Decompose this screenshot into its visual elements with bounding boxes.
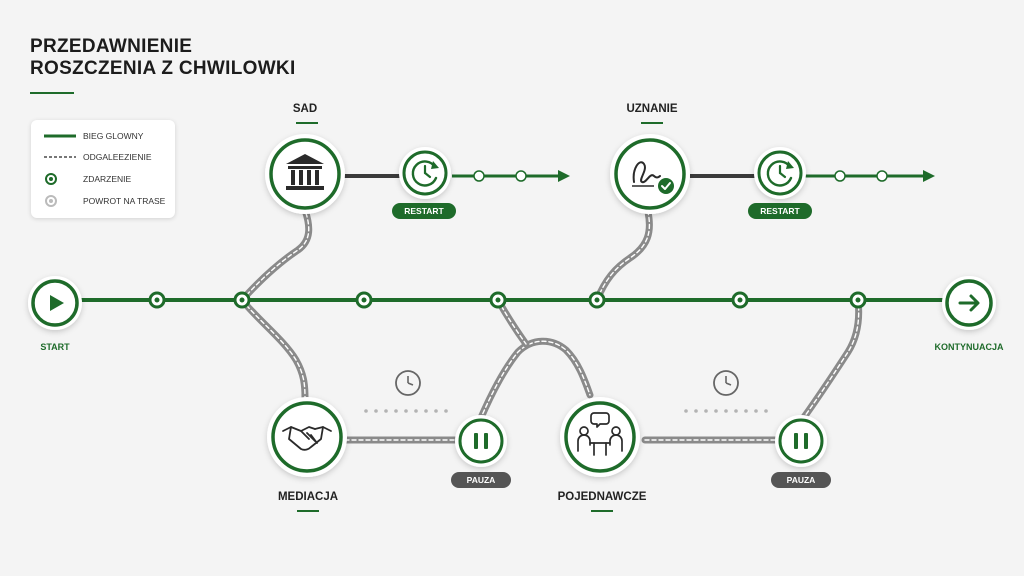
node-mediacja-label: MEDIACJA bbox=[277, 491, 339, 503]
node-uznanie-label: UZNANIE bbox=[626, 103, 678, 115]
handshake-icon bbox=[282, 426, 332, 451]
courthouse-icon bbox=[286, 154, 324, 190]
return-dots bbox=[473, 170, 888, 182]
legend-main-route: BIEG GLOWNY bbox=[31, 128, 175, 144]
node-uznanie-underline bbox=[641, 122, 663, 124]
pause-timers bbox=[364, 370, 768, 413]
play-icon bbox=[50, 295, 64, 311]
legend-branch-label: ODGALEEZIENIE bbox=[83, 152, 152, 162]
restart-clock-icon bbox=[766, 160, 794, 187]
arrowhead-sad bbox=[558, 170, 570, 182]
event-dot bbox=[731, 291, 749, 309]
signature-icon bbox=[632, 161, 661, 187]
end-label: KONTYNUACJA bbox=[934, 342, 1004, 352]
event-dot bbox=[588, 291, 606, 309]
restart-clock-sad[interactable] bbox=[399, 147, 451, 199]
main-route-events bbox=[148, 291, 867, 309]
branch-tracks bbox=[238, 206, 863, 444]
pause-icon bbox=[794, 433, 808, 449]
node-mediacja[interactable] bbox=[267, 397, 347, 477]
node-pojednawcze[interactable] bbox=[560, 397, 640, 477]
legend-event-label: ZDARZENIE bbox=[83, 174, 132, 184]
page-title: PRZEDAWNIENIE ROSZCZENIA Z CHWILOWKI bbox=[30, 36, 296, 80]
restart-clock-uznanie[interactable] bbox=[754, 147, 806, 199]
timer-dots-left bbox=[364, 409, 448, 413]
legend-return-label: POWROT NA TRASE bbox=[83, 196, 166, 206]
node-uznanie[interactable] bbox=[610, 134, 690, 214]
node-sad[interactable] bbox=[265, 134, 345, 214]
branch-return-right bbox=[798, 296, 863, 424]
legend-branch: ODGALEEZIENIE bbox=[31, 149, 175, 165]
event-dot bbox=[849, 291, 867, 309]
event-dot bbox=[489, 291, 507, 309]
node-pojednawcze-label: POJEDNAWCZE bbox=[557, 491, 647, 503]
event-dot bbox=[355, 291, 373, 309]
legend: BIEG GLOWNY ODGALEEZIENIE ZDARZENIE POWR… bbox=[31, 120, 175, 218]
main-route-line-icon bbox=[44, 134, 76, 138]
node-mediacja-underline bbox=[297, 510, 319, 512]
legend-return: POWROT NA TRASE bbox=[31, 193, 175, 209]
meeting-table-icon bbox=[577, 412, 623, 456]
title-line-1: PRZEDAWNIENIE bbox=[30, 36, 193, 57]
restart-clock-icon bbox=[411, 160, 439, 187]
legend-event: ZDARZENIE bbox=[31, 171, 175, 187]
event-dot bbox=[148, 291, 166, 309]
return-dot bbox=[834, 170, 846, 182]
pause-badge: PAUZA bbox=[451, 472, 511, 488]
branch-uznanie bbox=[593, 208, 653, 304]
event-dot-icon bbox=[45, 173, 57, 185]
node-pojednawcze-underline bbox=[591, 510, 613, 512]
clock-icon bbox=[713, 370, 739, 396]
title-line-2: ROSZCZENIA Z CHWILOWKI bbox=[30, 58, 296, 79]
checkmark-badge-icon bbox=[658, 178, 674, 194]
pause-badge: PAUZA bbox=[771, 472, 831, 488]
branch-mediacja-in bbox=[238, 296, 309, 402]
restart-badge: RESTART bbox=[392, 203, 456, 219]
upper-tracks bbox=[342, 170, 935, 182]
pause-node-pojednawcze[interactable] bbox=[775, 415, 827, 467]
arrowhead-uznanie bbox=[923, 170, 935, 182]
return-dot bbox=[876, 170, 888, 182]
timer-dots-right bbox=[684, 409, 768, 413]
return-dot-icon bbox=[45, 195, 57, 207]
node-sad-underline bbox=[296, 122, 318, 124]
node-sad-label: SAD bbox=[292, 103, 318, 115]
start-node[interactable] bbox=[28, 276, 82, 330]
clock-icon bbox=[395, 370, 421, 396]
arrow-right-icon bbox=[958, 294, 980, 312]
start-label: START bbox=[40, 342, 70, 352]
pause-icon bbox=[474, 433, 488, 449]
branch-pause-return bbox=[476, 337, 594, 424]
return-dot bbox=[473, 170, 485, 182]
legend-main-route-label: BIEG GLOWNY bbox=[83, 131, 144, 141]
branch-sad bbox=[238, 206, 313, 304]
branch-line-icon bbox=[44, 156, 76, 158]
title-underline bbox=[30, 92, 74, 94]
end-node[interactable] bbox=[942, 276, 996, 330]
event-dot bbox=[233, 291, 251, 309]
pause-node-mediacja[interactable] bbox=[455, 415, 507, 467]
return-dot bbox=[515, 170, 527, 182]
restart-badge: RESTART bbox=[748, 203, 812, 219]
